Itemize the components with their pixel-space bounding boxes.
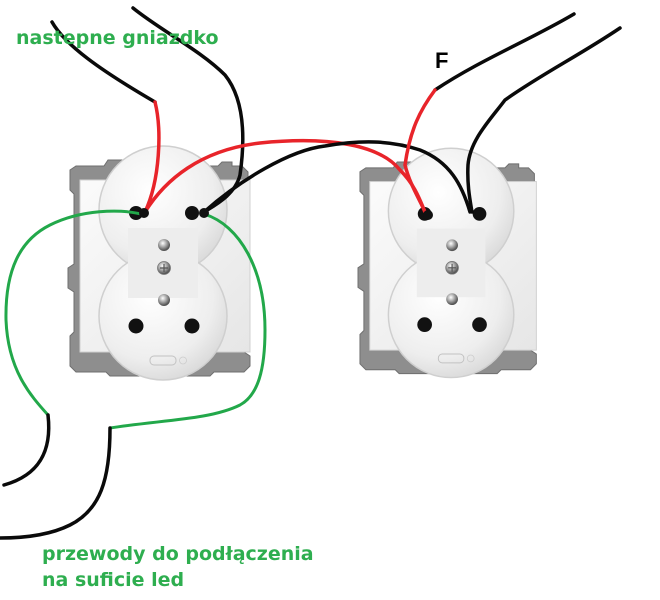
terminal-left-l [139,208,149,218]
terminal-left-n [199,208,209,218]
terminal-right-n [475,210,485,220]
terminal-right-l [423,210,433,220]
black-wire-supply-neutral [466,26,622,214]
socket-right [357,147,538,379]
label-phase: F [435,48,449,73]
black-wire-supply-phase [433,12,576,92]
red-wire-supply-phase [403,88,437,214]
green-wire-led-2 [108,212,267,430]
black-wire-led-2 [0,426,112,540]
black-wire-led-1 [2,413,51,487]
black-wire-bridge [202,140,472,214]
label-next-socket: nastepne gniazdko [16,27,219,49]
red-wire-next [143,100,161,214]
label-led-wires-line1: przewody do podłączenia [42,543,314,565]
label-led-wires-line2: na suficie led [42,569,185,591]
socket-left [67,145,251,381]
green-wire-led-1 [4,209,147,417]
black-wire-next-1 [50,20,157,104]
label-led-wires: przewody do podłączenia na suficie led [42,541,314,593]
